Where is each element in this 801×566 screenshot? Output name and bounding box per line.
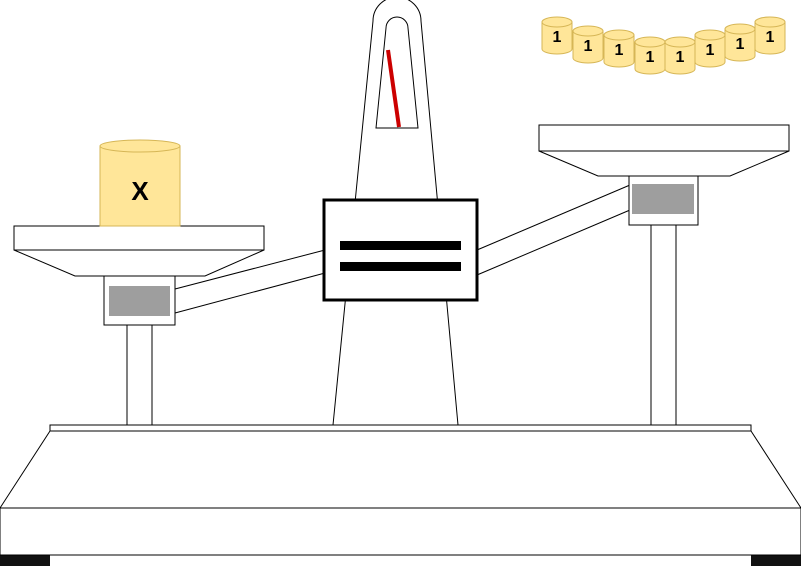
unit-weight: 1 [634, 36, 666, 75]
unit-weights-group: 1 1 1 1 1 1 1 1 [541, 16, 786, 75]
unit-weight-label: 1 [676, 49, 685, 66]
right-pan [538, 124, 790, 152]
unit-weight-label: 1 [766, 29, 775, 46]
unit-weight: 1 [664, 36, 696, 75]
left-display [109, 286, 170, 316]
left-pan [13, 225, 265, 251]
scale-base [0, 424, 801, 556]
unit-weight-label: 1 [615, 42, 624, 59]
unknown-weight-label: X [131, 176, 149, 206]
unit-weight: 1 [694, 29, 726, 68]
right-column [650, 224, 677, 426]
balance-indicator [322, 198, 479, 302]
right-pan-assembly [538, 124, 790, 426]
left-column [126, 324, 153, 426]
left-pan-assembly [13, 225, 265, 426]
unit-weight-label: 1 [736, 36, 745, 53]
unit-weight: 1 [754, 16, 786, 55]
unit-weight-label: 1 [584, 38, 593, 55]
unknown-weight-x: X [99, 139, 181, 227]
unit-weight: 1 [541, 16, 573, 55]
gauge-needle [386, 49, 401, 128]
right-pan-tray [538, 150, 790, 177]
unit-weight-label: 1 [706, 42, 715, 59]
base-foot-right [751, 555, 801, 566]
unit-weight: 1 [724, 23, 756, 62]
left-pan-tray [13, 249, 265, 277]
right-display [632, 184, 694, 214]
base-foot-left [0, 555, 50, 566]
unit-weight-label: 1 [646, 49, 655, 66]
equals-bar-top [340, 241, 461, 250]
unit-weight: 1 [603, 29, 635, 68]
unit-weight-label: 1 [553, 29, 562, 46]
scale-beams [174, 184, 631, 314]
equals-bar-bottom [340, 262, 461, 271]
unit-weight: 1 [572, 25, 604, 64]
